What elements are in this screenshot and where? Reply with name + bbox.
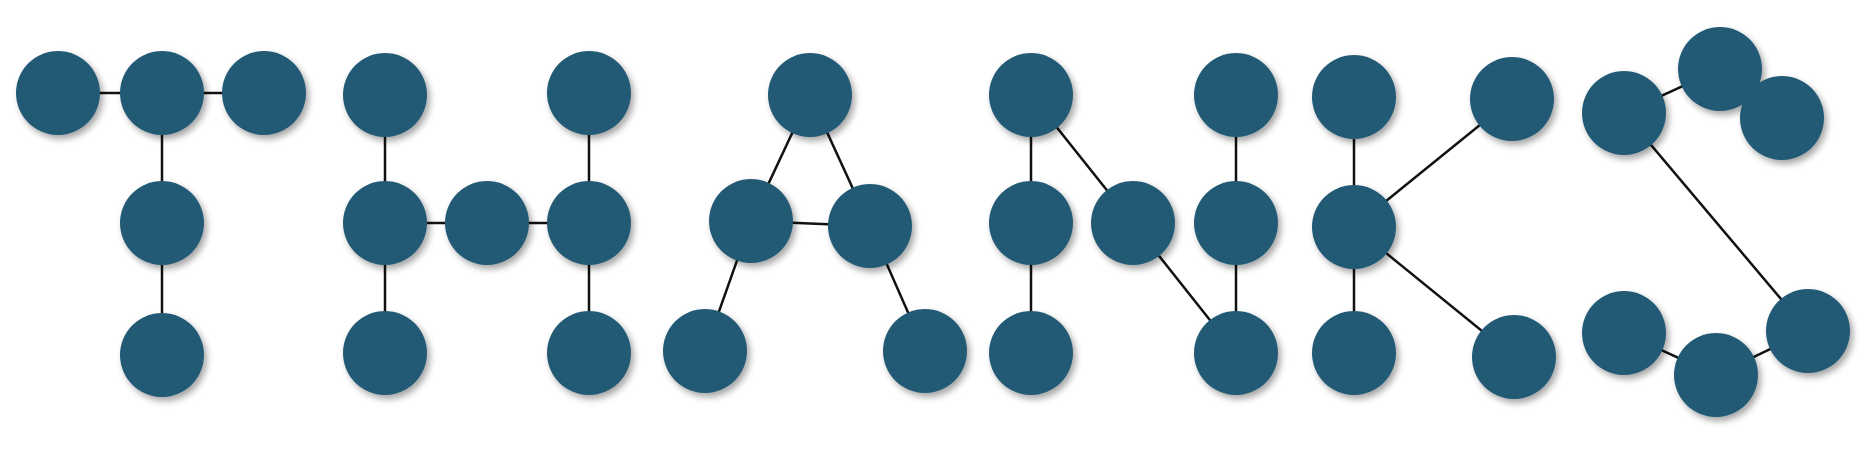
node-h-h6 — [547, 51, 631, 135]
node-k-k4 — [1470, 57, 1554, 141]
node-n-n5 — [1194, 53, 1278, 137]
node-s-s3 — [1740, 76, 1824, 160]
node-t-t4 — [120, 181, 204, 265]
node-k-k2 — [1312, 185, 1396, 269]
node-k-k1 — [1312, 55, 1396, 139]
node-s-s4 — [1766, 289, 1850, 373]
node-a-a4 — [663, 309, 747, 393]
node-a-a5 — [883, 309, 967, 393]
node-a-a1 — [768, 53, 852, 137]
node-s-s2 — [1678, 27, 1762, 111]
node-t-t3 — [222, 51, 306, 135]
node-k-k3 — [1312, 311, 1396, 395]
node-h-h4 — [445, 181, 529, 265]
node-a-a2 — [709, 179, 793, 263]
node-h-h5 — [547, 181, 631, 265]
node-h-h7 — [547, 311, 631, 395]
node-n-n4 — [1091, 181, 1175, 265]
node-h-h3 — [343, 311, 427, 395]
node-t-t5 — [120, 313, 204, 397]
node-k-k5 — [1472, 315, 1556, 399]
node-n-n1 — [989, 53, 1073, 137]
node-h-h1 — [343, 53, 427, 137]
node-n-n3 — [989, 311, 1073, 395]
node-t-t1 — [16, 51, 100, 135]
node-n-n7 — [1194, 311, 1278, 395]
node-s-s5 — [1674, 333, 1758, 417]
node-t-t2 — [120, 51, 204, 135]
node-s-s1 — [1582, 71, 1666, 155]
node-n-n2 — [989, 181, 1073, 265]
node-h-h2 — [343, 181, 427, 265]
node-s-s6 — [1582, 291, 1666, 375]
node-a-a3 — [828, 184, 912, 268]
edge-s-s1-s4 — [1623, 112, 1809, 332]
nodes-layer — [16, 27, 1850, 417]
node-n-n6 — [1194, 181, 1278, 265]
